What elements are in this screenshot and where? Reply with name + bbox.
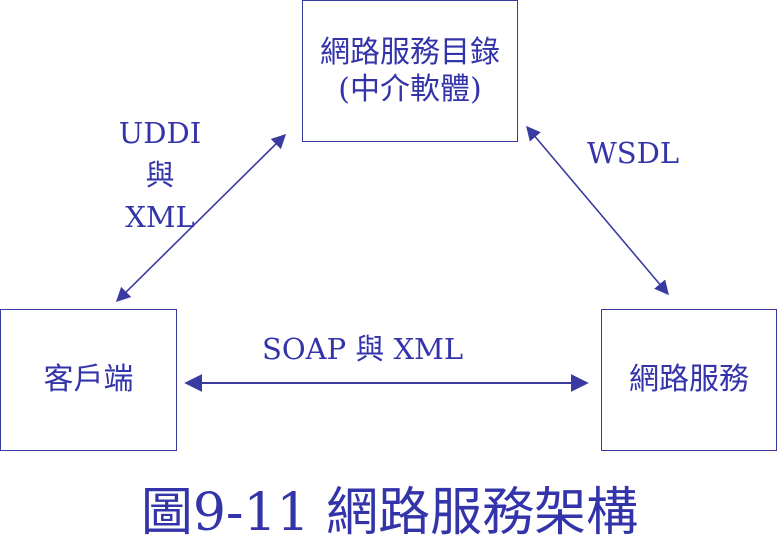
directory-node-title: 網路服務目錄 xyxy=(320,34,500,70)
client-node: 客戶端 xyxy=(0,309,177,451)
directory-node-subtitle: (中介軟體) xyxy=(338,72,482,107)
arrow-directory-service xyxy=(526,125,669,296)
wsdl-edge-label: WSDL xyxy=(587,136,680,170)
soap-edge-label: SOAP 與 XML xyxy=(262,332,464,366)
uddi-label-line1: UDDI xyxy=(118,116,202,150)
directory-node: 網路服務目錄 (中介軟體) xyxy=(302,0,518,142)
service-node-label: 網路服務 xyxy=(629,362,749,398)
client-node-label: 客戶端 xyxy=(43,362,134,398)
arrow-client-directory xyxy=(115,133,287,303)
uddi-label-line2: 與 xyxy=(145,158,175,192)
figure-caption: 圖9-11 網路服務架構 xyxy=(140,483,639,543)
uddi-label-line3: XML xyxy=(125,200,195,234)
uddi-edge-label: UDDI 與 XML xyxy=(110,112,210,238)
service-node: 網路服務 xyxy=(601,309,777,451)
